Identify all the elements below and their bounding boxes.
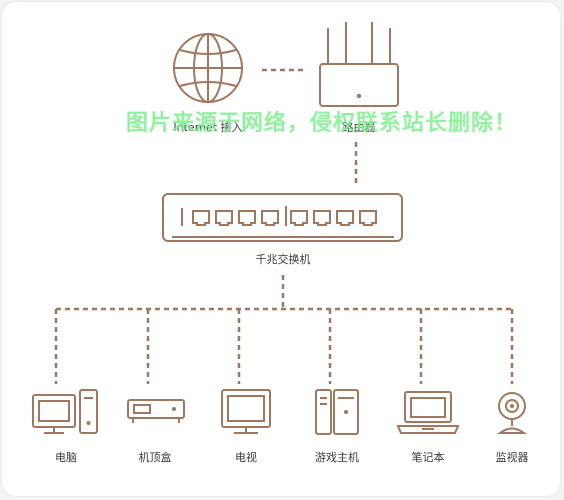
switch-port bbox=[313, 210, 331, 226]
device-label-monitor: 监视器 bbox=[496, 450, 529, 464]
tv-icon bbox=[221, 389, 271, 434]
desktop-computer-icon bbox=[32, 389, 98, 434]
router-label: 路由器 bbox=[343, 120, 376, 134]
switch-port bbox=[290, 210, 308, 226]
internet-label: Internet 接入 bbox=[173, 121, 242, 134]
game-console-icon bbox=[315, 389, 359, 435]
device-drops bbox=[54, 309, 514, 384]
watermark-text: 图片来源于网络，侵权联系站长删除！ bbox=[126, 110, 517, 136]
switch-port bbox=[192, 210, 210, 226]
device-label-tv: 电视 bbox=[235, 450, 257, 464]
set-top-box-icon bbox=[127, 399, 185, 423]
device-label-computer: 电脑 bbox=[55, 451, 77, 464]
diagram-card bbox=[2, 2, 560, 496]
device-label-set-top-box: 机顶盒 bbox=[139, 450, 172, 464]
globe-icon bbox=[173, 33, 243, 103]
device-label-game-console: 游戏主机 bbox=[315, 450, 359, 464]
switch-ports bbox=[192, 210, 377, 226]
switch-icon bbox=[162, 193, 403, 242]
laptop-icon bbox=[396, 391, 460, 434]
webcam-icon bbox=[496, 392, 528, 434]
switch-port bbox=[336, 210, 354, 226]
switch-port bbox=[359, 210, 377, 226]
switch-port bbox=[261, 210, 279, 226]
switch-label: 千兆交换机 bbox=[256, 252, 311, 266]
switch-port bbox=[238, 210, 256, 226]
router-icon bbox=[319, 22, 399, 107]
switch-port bbox=[215, 210, 233, 226]
device-label-laptop: 笔记本 bbox=[412, 450, 445, 464]
